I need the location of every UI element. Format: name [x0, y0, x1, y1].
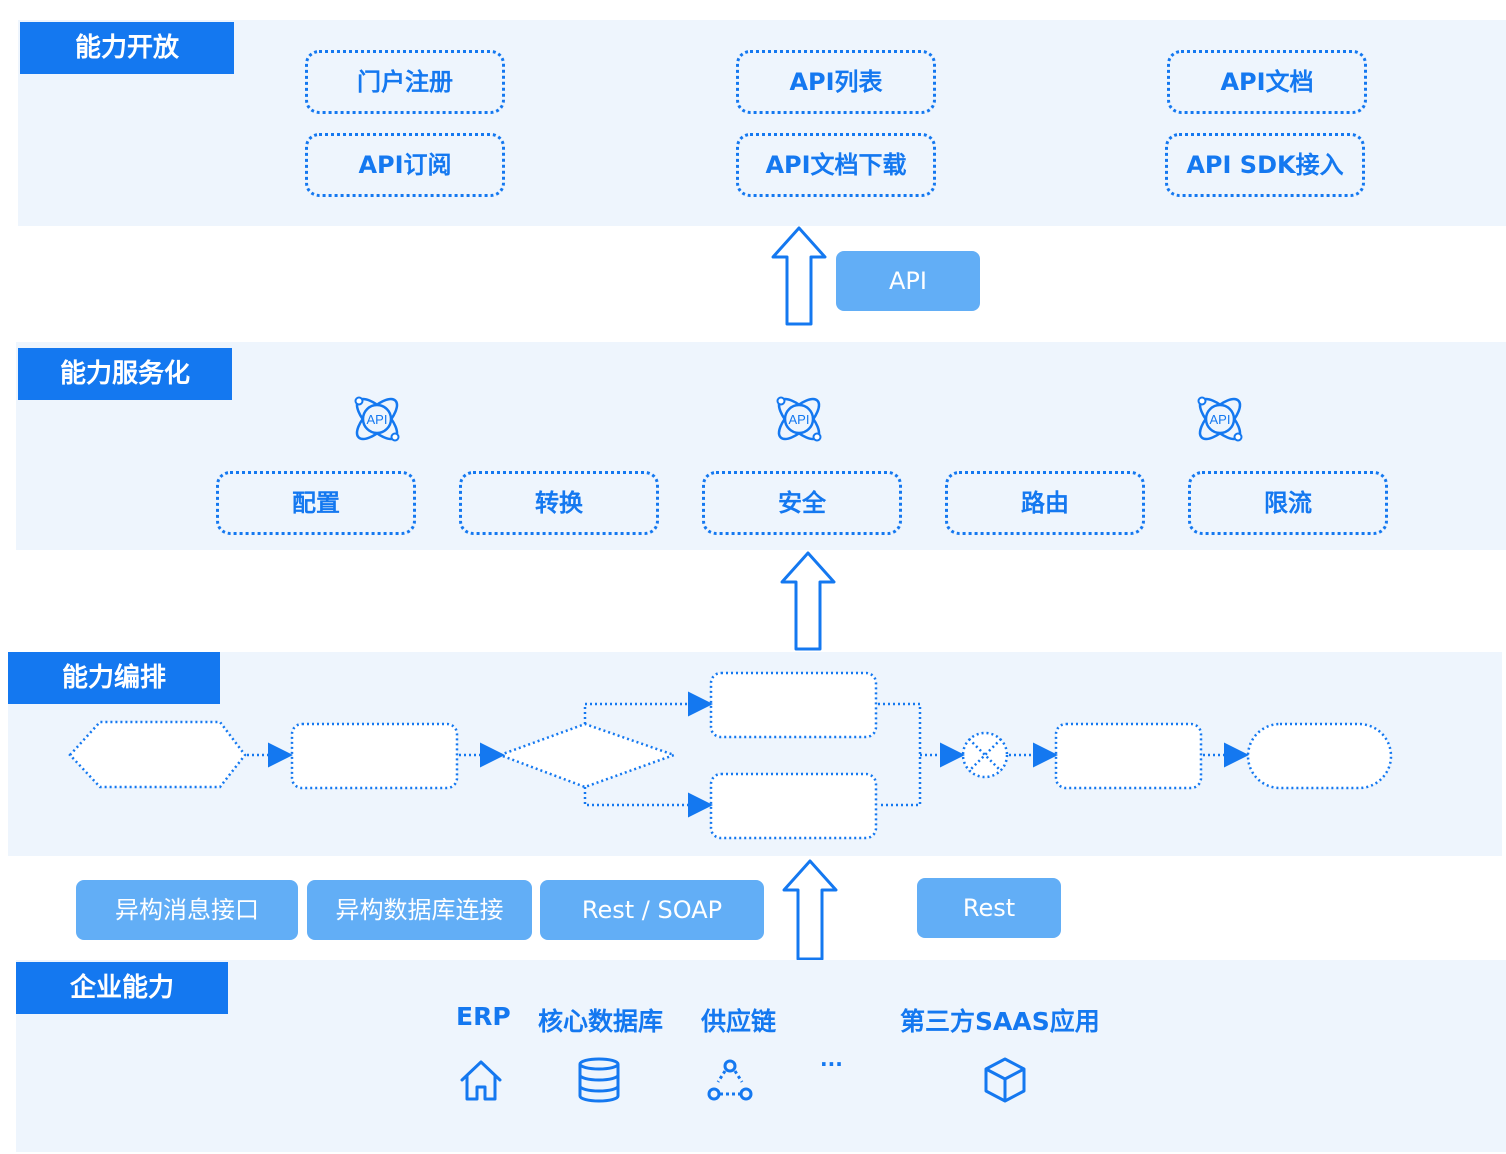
tag-capability-orchestration: 能力编排 [8, 652, 220, 704]
flow-decision-node [496, 722, 678, 789]
box-api-doc[interactable]: API文档 [1167, 50, 1367, 114]
api-badge: API [836, 251, 980, 311]
up-arrow-icon [780, 551, 836, 651]
flow-start-node [68, 720, 247, 789]
merge-x-icon [961, 731, 1009, 779]
box-routing[interactable]: 路由 [945, 471, 1145, 535]
up-arrow-icon [771, 226, 827, 326]
label-ellipsis: ··· [820, 1052, 843, 1076]
tag-enterprise-capability: 企业能力 [16, 962, 228, 1014]
box-config[interactable]: 配置 [216, 471, 416, 535]
atom-api-icon: API [776, 396, 822, 442]
box-security[interactable]: 安全 [702, 471, 902, 535]
flow-process-node [290, 722, 459, 790]
orchestration-flow [68, 671, 1393, 840]
band-capability-service [16, 342, 1506, 550]
cube-icon [984, 1057, 1026, 1103]
atom-api-label: API [1210, 412, 1231, 427]
flow-end-node [1246, 722, 1393, 790]
atom-api-icon: API [1197, 396, 1243, 442]
tag-capability-open: 能力开放 [20, 22, 234, 74]
chip-rest-soap: Rest / SOAP [540, 880, 764, 940]
box-api-sdk[interactable]: API SDK接入 [1165, 133, 1365, 197]
atom-api-label: API [789, 412, 810, 427]
atom-api-icon: API [354, 396, 400, 442]
label-core-db: 核心数据库 [538, 1007, 664, 1036]
chip-rest: Rest [917, 878, 1061, 938]
label-third-party-saas: 第三方SAAS应用 [900, 1007, 1100, 1036]
up-arrow-icon [782, 859, 838, 961]
box-portal-register[interactable]: 门户注册 [305, 50, 505, 114]
band-enterprise-capability [16, 960, 1506, 1152]
label-supply-chain: 供应链 [701, 1007, 777, 1036]
home-icon [460, 1060, 502, 1101]
box-rate-limit[interactable]: 限流 [1188, 471, 1388, 535]
database-icon [578, 1057, 620, 1103]
band-capability-open [18, 20, 1506, 226]
label-erp: ERP [456, 1002, 511, 1031]
flow-process2-node [1054, 722, 1203, 790]
flow-branch-bottom-node [709, 772, 878, 840]
chip-heterogeneous-message: 异构消息接口 [76, 880, 298, 940]
atom-api-label: API [367, 412, 388, 427]
box-api-doc-download[interactable]: API文档下载 [736, 133, 936, 197]
tag-capability-service: 能力服务化 [18, 348, 232, 400]
box-transform[interactable]: 转换 [459, 471, 659, 535]
chip-heterogeneous-db: 异构数据库连接 [307, 880, 532, 940]
box-api-list[interactable]: API列表 [736, 50, 936, 114]
box-api-subscribe[interactable]: API订阅 [305, 133, 505, 197]
supply-chain-icon [707, 1059, 753, 1101]
flow-branch-top-node [709, 671, 878, 739]
